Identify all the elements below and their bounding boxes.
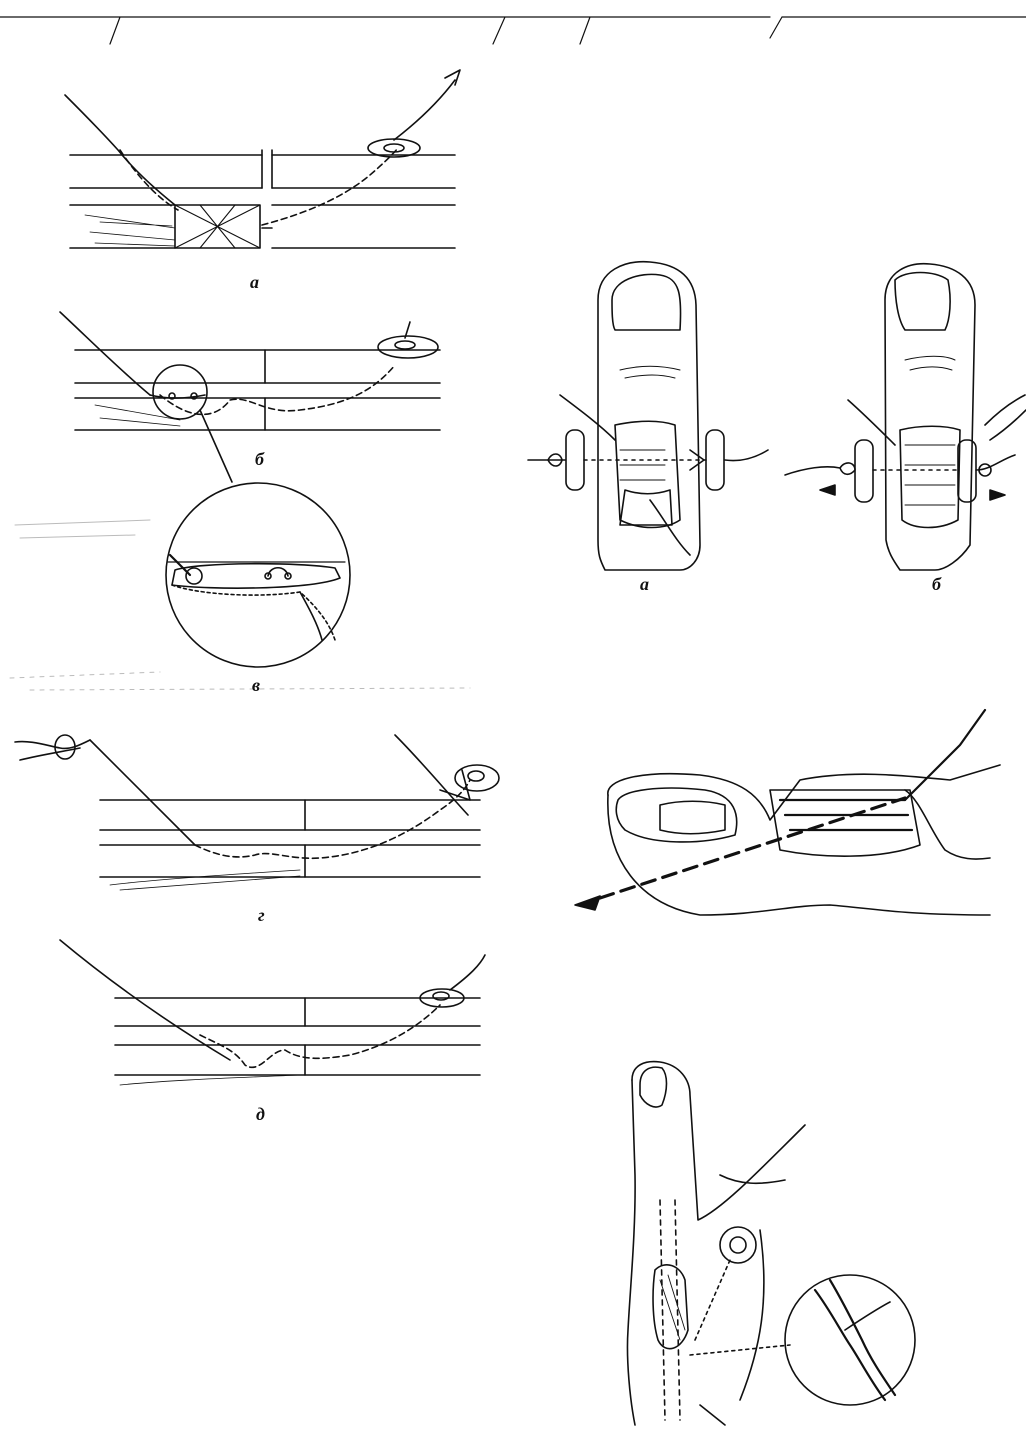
figure-v-magnified-detail xyxy=(166,483,350,667)
figure-b-tendon-suture xyxy=(60,312,440,482)
caption-figure-g: г xyxy=(258,906,265,924)
figure-right-b-finger xyxy=(785,264,1026,570)
caption-figure-d: д xyxy=(256,1105,265,1123)
header-rule xyxy=(0,17,1026,44)
caption-figure-right-b: б xyxy=(932,575,941,593)
figure-a-tendon-suture xyxy=(65,70,460,248)
figure-right-fingertip-pullout xyxy=(575,710,1000,915)
caption-figure-v: в xyxy=(252,676,260,694)
caption-figure-right-a: а xyxy=(640,575,649,593)
caption-figure-a: а xyxy=(250,273,259,291)
figure-d-tendon-suture xyxy=(60,940,485,1085)
figure-g-tendon-suture xyxy=(15,735,499,890)
caption-figure-b: б xyxy=(255,450,264,468)
figure-right-a-finger xyxy=(528,262,768,570)
figure-right-thumb-repair xyxy=(627,1062,915,1425)
